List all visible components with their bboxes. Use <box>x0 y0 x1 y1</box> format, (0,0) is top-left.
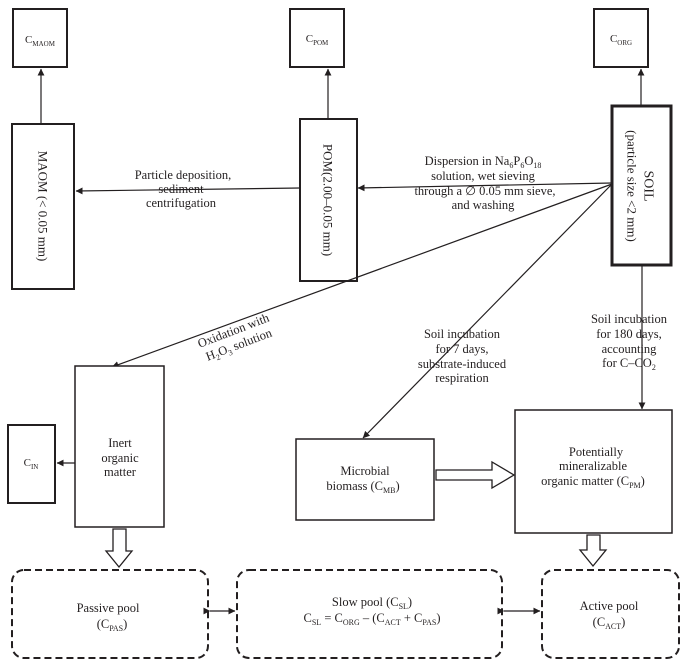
c-org-node: CORG <box>593 8 649 68</box>
svg-text:Slow pool (CSL): Slow pool (CSL) <box>332 595 412 611</box>
c-in-label: CIN <box>24 457 39 471</box>
soil-box-title: SOIL <box>641 170 656 201</box>
svg-text:centrifugation: centrifugation <box>146 196 217 210</box>
oxidation-label: Oxidation with H2O3 solution <box>196 310 275 363</box>
svg-text:through a ∅ 0.05 mm sieve,: through a ∅ 0.05 mm sieve, <box>414 184 555 198</box>
incubation-7-days-label: Soil incubation for 7 days, substrate-in… <box>418 327 507 385</box>
svg-text:for 7 days,: for 7 days, <box>435 342 488 356</box>
slow-pool: Slow pool (CSL) CSL = CORG – (CACT + CPA… <box>236 569 503 659</box>
hollow-arrow-inert-to-passive <box>104 528 134 569</box>
soil-box-subtitle: (particle size <2 mm) <box>625 130 640 242</box>
svg-text:biomass (CMB): biomass (CMB) <box>326 479 399 495</box>
svg-text:Particle deposition,: Particle deposition, <box>135 168 232 182</box>
svg-text:organic: organic <box>101 451 139 465</box>
svg-text:Soil incubation: Soil incubation <box>591 312 668 326</box>
pom-box-label: POM(2.00–0.05 mm) <box>321 144 336 256</box>
svg-text:for C–CO2: for C–CO2 <box>602 356 656 372</box>
active-pool: Active pool (CACT) <box>541 569 680 659</box>
c-maom-label: CMAOM <box>25 34 56 48</box>
arrow-pom-to-maom <box>75 187 301 195</box>
svg-text:Passive pool: Passive pool <box>77 601 140 615</box>
svg-text:Microbial: Microbial <box>340 464 390 478</box>
svg-text:CSL = CORG – (CACT + CPAS): CSL = CORG – (CACT + CPAS) <box>304 611 441 627</box>
potentially-mineralizable-box: Potentially mineralizable organic matter… <box>514 409 673 534</box>
svg-text:(CACT): (CACT) <box>593 615 626 631</box>
hollow-arrow-microbial-to-potentially <box>435 460 516 490</box>
microbial-biomass-box: Microbial biomass (CMB) <box>295 438 435 521</box>
pom-box: POM(2.00–0.05 mm) <box>299 118 358 282</box>
incubation-180-days-label: Soil incubation for 180 days, accounting… <box>591 312 668 372</box>
svg-text:respiration: respiration <box>435 371 489 385</box>
passive-pool: Passive pool (CPAS) <box>11 569 209 659</box>
c-org-label: CORG <box>610 33 632 47</box>
svg-text:Dispersion in Na6P6O18: Dispersion in Na6P6O18 <box>425 154 542 170</box>
svg-text:matter: matter <box>104 465 137 479</box>
svg-text:Potentially: Potentially <box>569 445 624 459</box>
c-maom-node: CMAOM <box>12 8 68 68</box>
c-pom-label: CPOM <box>306 33 329 47</box>
svg-text:for 180 days,: for 180 days, <box>596 327 662 341</box>
deposition-label: Particle deposition, sediment centrifuga… <box>135 168 232 210</box>
svg-text:(CPAS): (CPAS) <box>97 617 128 633</box>
soil-box: SOIL (particle size <2 mm) <box>610 104 673 267</box>
svg-text:solution, wet sieving: solution, wet sieving <box>431 169 536 183</box>
svg-text:substrate-induced: substrate-induced <box>418 357 507 371</box>
svg-text:Active pool: Active pool <box>580 599 639 613</box>
dispersion-label: Dispersion in Na6P6O18 solution, wet sie… <box>414 154 555 212</box>
svg-text:mineralizable: mineralizable <box>559 459 627 473</box>
svg-text:sediment: sediment <box>158 182 204 196</box>
arrow-soil-to-microbial <box>362 183 613 439</box>
hollow-arrow-potentially-to-active <box>578 534 608 568</box>
arrow-soil-to-inert <box>111 183 613 369</box>
svg-text:Soil incubation: Soil incubation <box>424 327 501 341</box>
svg-text:Inert: Inert <box>108 436 132 450</box>
svg-text:and washing: and washing <box>452 198 516 212</box>
c-in-node: CIN <box>7 424 56 504</box>
c-pom-node: CPOM <box>289 8 345 68</box>
maom-box-label: MAOM (< 0.05 mm) <box>36 151 51 262</box>
svg-text:accounting: accounting <box>602 342 658 356</box>
maom-box: MAOM (< 0.05 mm) <box>11 123 75 290</box>
inert-organic-matter-box: Inert organic matter <box>74 365 165 528</box>
arrow-soil-to-pom <box>357 182 613 192</box>
svg-text:organic matter (CPM): organic matter (CPM) <box>541 474 645 490</box>
